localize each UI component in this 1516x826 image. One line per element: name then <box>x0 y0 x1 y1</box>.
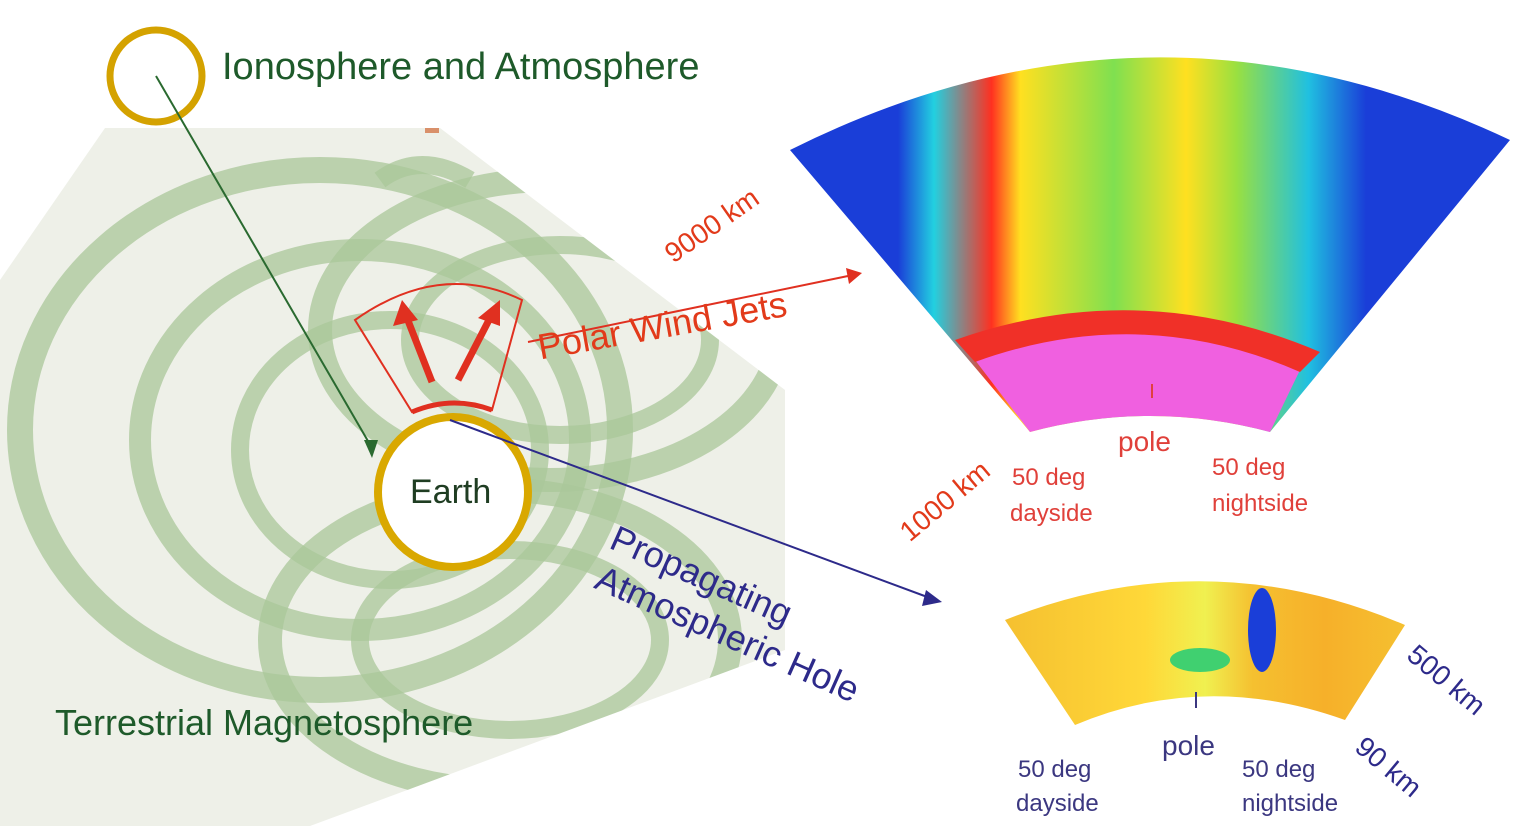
ionosphere-atmosphere-label: Ionosphere and Atmosphere <box>222 46 700 88</box>
upper-dayside-deg-label: 50 deg <box>1012 464 1086 491</box>
lower-nightside-label: nightside <box>1242 790 1339 817</box>
arrowhead-icon <box>922 590 942 606</box>
ionosphere-marker-circle <box>106 26 206 126</box>
hole-pointer-arrow <box>449 419 931 599</box>
earth-circle <box>374 413 532 571</box>
polar-wind-pointer-arrow <box>527 275 849 343</box>
arrowhead-icon <box>846 268 862 284</box>
atmospheric-hole-simulation-panel <box>1005 581 1405 725</box>
arrowhead-icon <box>364 440 378 458</box>
upper-nightside-deg-label: 50 deg <box>1212 454 1286 481</box>
lower-dayside-deg-label: 50 deg <box>1018 756 1092 783</box>
lower-panel-hole-blue <box>1248 588 1276 672</box>
upper-pole-label: pole <box>1118 426 1171 457</box>
upper-panel-base-layer <box>975 332 1300 432</box>
field-line <box>374 156 475 188</box>
polar-wind-jet-arrow-right <box>454 316 494 382</box>
upper-dayside-label: dayside <box>1010 500 1093 527</box>
terrestrial-magnetosphere-label: Terrestrial Magnetosphere <box>55 702 474 743</box>
polar-wind-simulation-panel <box>790 57 1510 432</box>
arrowhead-icon <box>393 300 418 326</box>
polar-wind-jet-arrow-left <box>403 316 436 384</box>
lower-panel-hole-green <box>1170 648 1230 672</box>
ionosphere-pointer-arrow <box>155 75 373 449</box>
field-line <box>351 541 669 739</box>
upper-panel-red-fringe <box>955 310 1320 372</box>
earth-label: Earth <box>410 473 492 511</box>
field-line <box>401 236 719 444</box>
arrowhead-icon <box>478 300 500 326</box>
lower-nightside-deg-label: 50 deg <box>1242 756 1316 783</box>
lower-dayside-label: dayside <box>1016 790 1099 817</box>
polar-wind-base-arc <box>411 400 493 415</box>
upper-nightside-label: nightside <box>1212 490 1309 517</box>
lower-pole-label: pole <box>1162 730 1215 761</box>
